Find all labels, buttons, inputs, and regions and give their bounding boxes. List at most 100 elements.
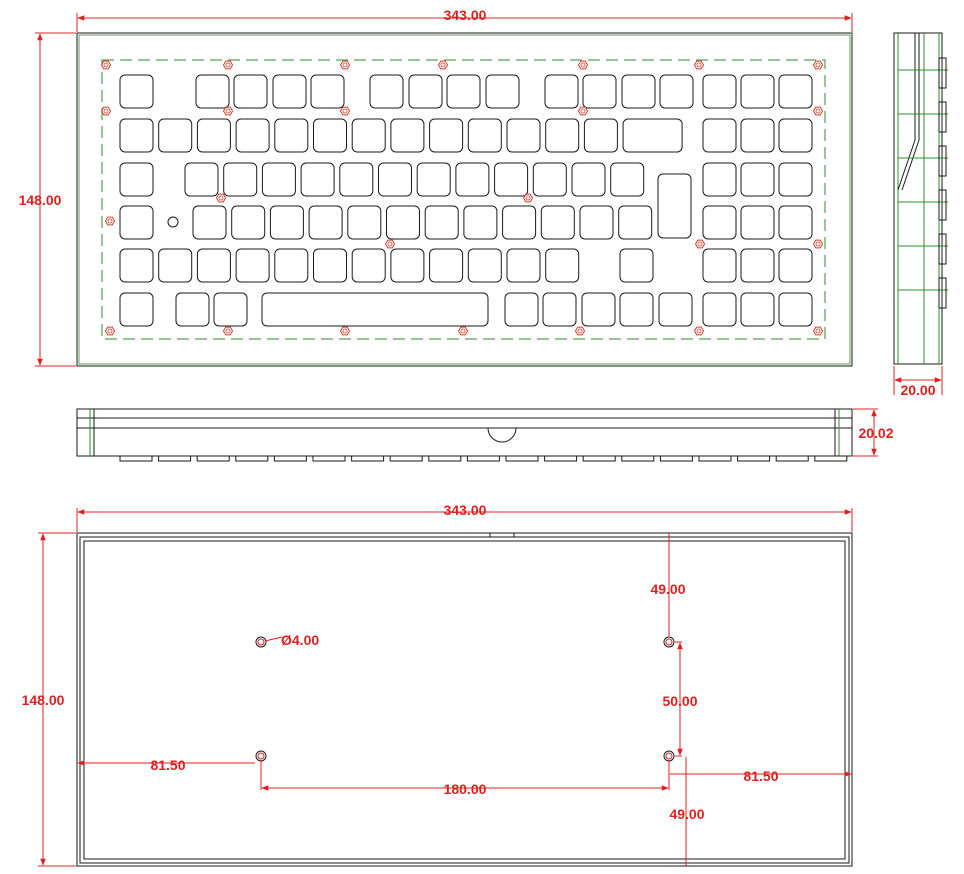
side-key-profile xyxy=(938,277,947,309)
keycap xyxy=(542,292,577,327)
keycap xyxy=(158,118,193,153)
screw-hole-center xyxy=(580,108,586,114)
side-key-profile xyxy=(938,233,947,265)
keycap xyxy=(619,248,654,283)
keycap xyxy=(532,162,567,197)
keycap xyxy=(158,248,193,283)
keycap xyxy=(622,118,683,153)
screw-hole xyxy=(577,106,589,116)
front-height-label: 20.02 xyxy=(858,425,893,441)
keycap xyxy=(313,248,347,283)
top-width-label: 343.00 xyxy=(444,7,487,23)
keycap xyxy=(463,205,498,240)
mount-hole-bottom-right xyxy=(663,750,675,762)
mount-hole-top-left xyxy=(255,636,267,648)
screw-hole xyxy=(222,326,234,336)
keycap xyxy=(702,118,737,153)
keycap xyxy=(378,162,412,197)
side-view xyxy=(893,32,948,365)
front-view xyxy=(76,408,853,462)
front-key-profile xyxy=(158,455,192,462)
screw-hole-center xyxy=(577,328,583,334)
keycap xyxy=(702,248,737,283)
keycap xyxy=(545,248,580,283)
bottom-frame xyxy=(76,532,853,867)
bottom-offset-label: 49.00 xyxy=(669,806,704,822)
hole-diameter-label: Ø4.00 xyxy=(281,632,319,648)
screw-hole-center xyxy=(107,328,113,334)
keycap xyxy=(621,74,656,109)
keycap xyxy=(424,205,459,240)
screw-hole xyxy=(100,60,112,70)
bottom-height-label: 148.00 xyxy=(22,692,65,708)
keycap xyxy=(778,205,813,240)
keycap xyxy=(119,118,154,153)
keycap xyxy=(740,162,775,197)
screw-hole xyxy=(104,216,116,226)
keycap xyxy=(390,118,425,153)
top-inner-frame-green xyxy=(78,34,851,365)
screw-hole-center xyxy=(107,218,113,224)
keycap xyxy=(272,74,307,109)
keycap xyxy=(308,205,343,240)
front-key-profile xyxy=(389,455,423,462)
top-gasket-dashed xyxy=(101,59,826,340)
keycap xyxy=(778,292,813,327)
keycap xyxy=(504,292,539,327)
screw-hole-center xyxy=(225,62,231,68)
bottom-hole-dimensions xyxy=(77,533,852,866)
keycap xyxy=(659,74,694,109)
keycap xyxy=(702,205,737,240)
keycap xyxy=(778,74,813,109)
keycap xyxy=(583,118,618,153)
keycap xyxy=(740,74,775,109)
keycap xyxy=(778,162,813,197)
keycap xyxy=(119,292,154,327)
keycap xyxy=(184,162,219,197)
screw-hole xyxy=(812,60,824,70)
keycap xyxy=(223,162,258,197)
front-key-profile xyxy=(621,455,655,462)
keycap xyxy=(740,292,775,327)
screw-hole-center xyxy=(225,328,231,334)
keycap xyxy=(429,248,464,283)
keycap-grid xyxy=(119,74,813,327)
screw-hole xyxy=(437,60,449,70)
keycap xyxy=(235,248,270,283)
screw-hole-center xyxy=(815,62,821,68)
keycap xyxy=(545,118,580,153)
screw-hole-center xyxy=(342,62,348,68)
screw-hole-center xyxy=(815,241,821,247)
screw-hole xyxy=(222,60,234,70)
keycap xyxy=(702,292,737,327)
front-key-profile xyxy=(273,455,307,462)
screw-hole xyxy=(384,239,396,249)
keycap xyxy=(408,74,443,109)
front-key-profile xyxy=(428,455,462,462)
keycap xyxy=(196,118,231,153)
keycap xyxy=(467,248,502,283)
keycap xyxy=(658,292,693,327)
keycap xyxy=(506,118,541,153)
screw-hole xyxy=(104,326,116,336)
front-key-profile xyxy=(466,455,500,462)
keycap xyxy=(196,248,231,283)
top-outer-frame xyxy=(76,32,853,367)
screw-hole xyxy=(693,60,705,70)
keycap xyxy=(313,118,347,153)
hole-spacing-h-label: 180.00 xyxy=(444,781,487,797)
bottom-width-label: 343.00 xyxy=(444,502,487,518)
front-key-profile xyxy=(544,455,578,462)
keycap xyxy=(231,205,266,240)
keycap xyxy=(261,162,296,197)
keycap xyxy=(778,118,813,153)
screw-hole-center xyxy=(103,108,109,114)
keycap xyxy=(339,162,374,197)
keycap xyxy=(269,205,304,240)
keycap xyxy=(192,205,227,240)
indicator-led-hole xyxy=(167,216,179,228)
top-height-label: 148.00 xyxy=(19,192,62,208)
screw-holes xyxy=(100,60,824,336)
keycap xyxy=(485,74,520,109)
screw-hole xyxy=(339,60,351,70)
